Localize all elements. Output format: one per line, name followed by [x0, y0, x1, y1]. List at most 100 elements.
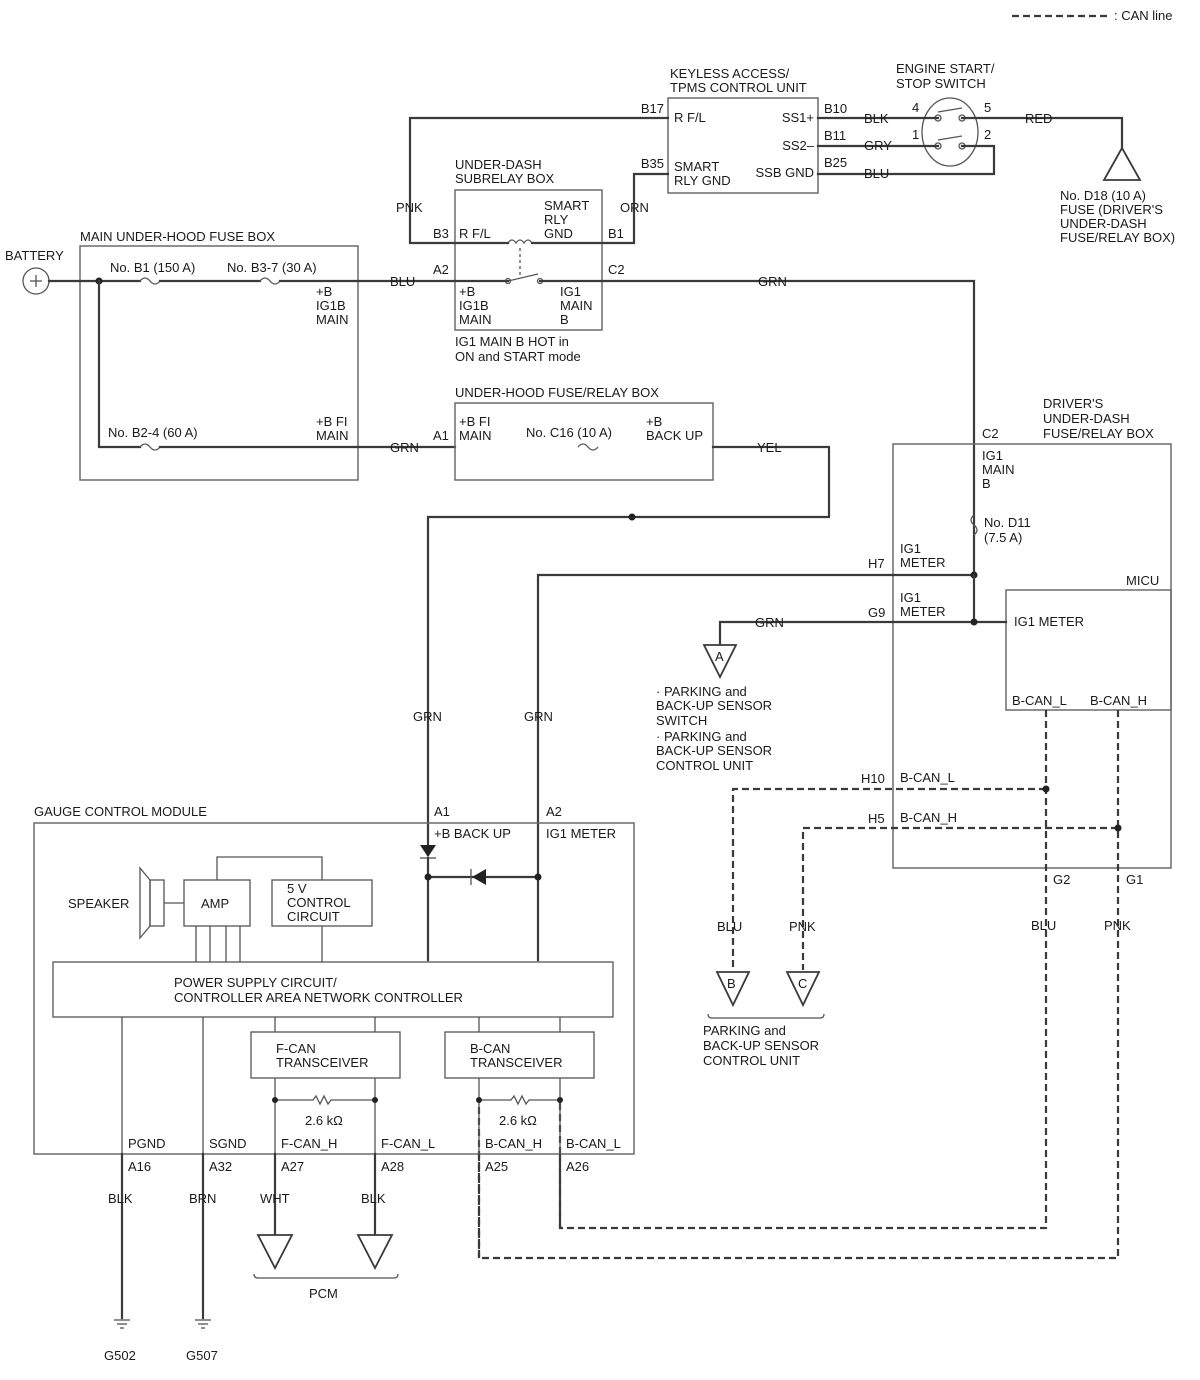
grounds: G502 G507	[104, 1319, 218, 1363]
fuse-b24-label: No. B2-4 (60 A)	[108, 425, 198, 440]
main-fuse-box: MAIN UNDER-HOOD FUSE BOX No. B1 (150 A) …	[79, 229, 359, 481]
bcan-l2: TRANSCEIVER	[470, 1055, 562, 1070]
switch-arm	[937, 107, 963, 113]
gauge-a2-label: IG1 METER	[546, 826, 616, 841]
junction-dot	[970, 618, 978, 626]
wire-label-gry: GRY	[864, 138, 892, 153]
junction-dot	[272, 1097, 278, 1103]
switch-title-1: ENGINE START/	[896, 61, 995, 76]
bcan-l1: B-CAN	[470, 1041, 510, 1056]
pin-a26: A26	[566, 1159, 589, 1174]
pcm-brace	[253, 1273, 399, 1279]
subrelay-box-outline	[454, 189, 603, 331]
driver-ig1m-3: B	[982, 476, 991, 491]
driver-fuse-box: DRIVER'S UNDER-DASH FUSE/RELAY BOX C2 IG…	[861, 396, 1172, 887]
pin-uh-a1: A1	[433, 428, 449, 443]
micu-ig1: IG1 METER	[1014, 614, 1084, 629]
subrelay-ig1-3: B	[560, 312, 569, 327]
wire-grn-g9	[718, 620, 1008, 647]
wire-label-wht-a27: WHT	[260, 1191, 290, 1206]
connector-bc: B C PARKING and BACK-UP SENSOR CONTROL U…	[703, 971, 825, 1068]
fuse-d11-l1: No. D11	[984, 515, 1031, 530]
conn-a-l1: · PARKING and	[656, 684, 747, 699]
micu-title: MICU	[1126, 573, 1159, 588]
pcm: PCM	[253, 1234, 399, 1301]
power-supply-box	[52, 961, 614, 1018]
wire-label-blk-a16: BLK	[108, 1191, 133, 1206]
fuse-d18-l2: FUSE (DRIVER'S	[1060, 202, 1163, 217]
resistor-bcan	[479, 1094, 560, 1106]
conn-a-l4: · PARKING and	[656, 729, 747, 744]
connector-bc-brace	[707, 1013, 825, 1019]
pin-a16: A16	[128, 1159, 151, 1174]
main-fi-2: MAIN	[316, 428, 349, 443]
micu-bcanl: B-CAN_L	[1012, 693, 1067, 708]
subrelay-ig1-1: IG1	[560, 284, 581, 299]
ground-g507: G507	[186, 1348, 218, 1363]
driver-g9-1: IG1	[900, 590, 921, 605]
battery-label: BATTERY	[5, 248, 64, 263]
legend-can-label: : CAN line	[1114, 8, 1173, 23]
uh-bu-2: BACK UP	[646, 428, 703, 443]
connector-a-letter: A	[715, 649, 724, 664]
driver-h7-1: IG1	[900, 541, 921, 556]
subrelay-note-1: IG1 MAIN B HOT in	[455, 334, 569, 349]
driver-ig1m-1: IG1	[982, 448, 1003, 463]
wire-label-pnk: PNK	[396, 200, 423, 215]
amp-ctrl-link	[216, 856, 323, 880]
gauge-control-module: GAUGE CONTROL MODULE A1 +B BACK UP A2 IG…	[33, 804, 635, 1174]
driver-g9-2: METER	[900, 604, 946, 619]
wire-label-grn-g9: GRN	[755, 615, 784, 630]
subrelay-title-2: SUBRELAY BOX	[455, 171, 555, 186]
subrelay-b-2: IG1B	[459, 298, 489, 313]
micu-outline	[1005, 589, 1172, 711]
pin-g1: G1	[1126, 872, 1143, 887]
pin-gauge-a2: A2	[546, 804, 562, 819]
pin-b35: B35	[641, 156, 664, 171]
main-ig1b-3: MAIN	[316, 312, 349, 327]
wire-label-blk: BLK	[864, 111, 889, 126]
ctrl-l1: 5 V	[287, 881, 307, 896]
relay-coil	[507, 239, 533, 245]
conn-bc-l1: PARKING and	[703, 1023, 786, 1038]
subrelay-title-1: UNDER-DASH	[455, 157, 542, 172]
pin-a32: A32	[209, 1159, 232, 1174]
conn-a-l6: CONTROL UNIT	[656, 758, 753, 773]
fuse-c16-symbol	[577, 443, 599, 451]
gauge-a1-label: +B BACK UP	[434, 826, 511, 841]
wire-label-red: RED	[1025, 111, 1052, 126]
pin-h10: H10	[861, 771, 885, 786]
pin-driver-c2: C2	[982, 426, 999, 441]
relay-arm	[507, 273, 539, 282]
keyless-smart-1: SMART	[674, 159, 719, 174]
pin-g2: G2	[1053, 872, 1070, 887]
junction-dot	[628, 513, 636, 521]
gauge-title: GAUGE CONTROL MODULE	[34, 804, 207, 819]
gauge-fcanh: F-CAN_H	[281, 1136, 337, 1151]
fuse-d11-symbol	[970, 514, 978, 536]
ctrl-l3: CIRCUIT	[287, 909, 340, 924]
speaker-label: SPEAKER	[68, 896, 129, 911]
conn-bc-l3: CONTROL UNIT	[703, 1053, 800, 1068]
gauge-bcanh: B-CAN_H	[485, 1136, 542, 1151]
speaker-icon	[149, 879, 165, 927]
speaker-cone-icon	[139, 866, 151, 940]
wire-pnk	[408, 116, 670, 245]
wire-label-blu-main: BLU	[390, 274, 415, 289]
wire-label-grn-c2: GRN	[758, 274, 787, 289]
subrelay-b-3: MAIN	[459, 312, 492, 327]
subrelay-note-2: ON and START mode	[455, 349, 581, 364]
wire-red	[960, 116, 1124, 150]
pin-b1: B1	[608, 226, 624, 241]
gauge-bcanl: B-CAN_L	[566, 1136, 621, 1151]
wire-grn-c2	[538, 279, 976, 577]
driver-title-3: FUSE/RELAY BOX	[1043, 426, 1154, 441]
fuse-d18-connector	[1102, 146, 1142, 181]
fuse-b24-symbol	[139, 443, 161, 451]
micu: MICU IG1 METER B-CAN_L B-CAN_H	[1005, 573, 1172, 711]
gauge-fcanl: F-CAN_L	[381, 1136, 435, 1151]
connector-b-letter: B	[727, 976, 736, 991]
pcm-label: PCM	[309, 1286, 338, 1301]
junction-dot	[1114, 824, 1122, 832]
